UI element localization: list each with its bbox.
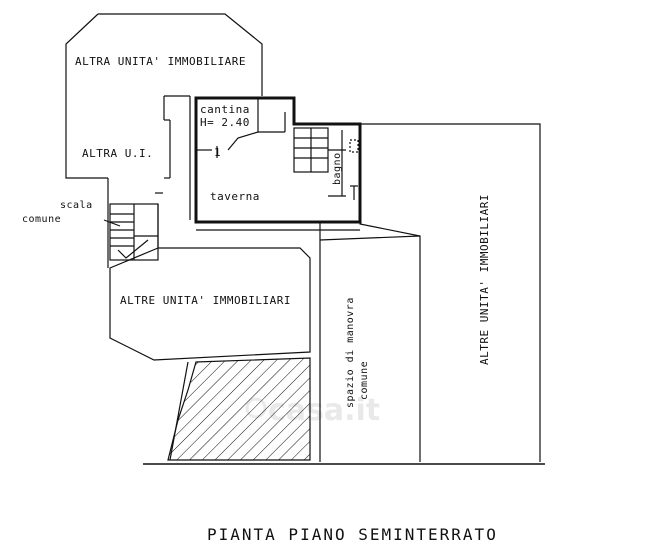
label-altre-unita-right: ALTRE UNITA' IMMOBILIARI xyxy=(478,194,491,365)
wall-altra-unita xyxy=(65,13,263,179)
label-altre-unita-left: ALTRE UNITA' IMMOBILIARI xyxy=(120,294,291,307)
door-marker: 1 xyxy=(214,146,221,159)
label-altra-ui: ALTRA U.I. xyxy=(82,147,153,160)
plan-title: PIANTA PIANO SEMINTERRATO xyxy=(207,525,498,544)
wall-altre-unita-right xyxy=(359,123,541,462)
label-taverna: taverna xyxy=(210,190,260,203)
label-scala: scala xyxy=(60,200,93,211)
wall-altre-unita-left xyxy=(109,247,311,361)
hatched-garage xyxy=(167,357,311,461)
label-spazio-manovra: spazio di manovra xyxy=(345,297,356,408)
label-altra-unita-immobiliare: ALTRA UNITA' IMMOBILIARE xyxy=(75,55,246,68)
label-spazio-comune: comune xyxy=(359,361,370,400)
label-height: H= 2.40 xyxy=(200,116,250,129)
label-bagno: bagno xyxy=(332,152,343,185)
label-cantina: cantina xyxy=(200,103,250,116)
label-comune: comune xyxy=(22,214,61,225)
wall-spazio-manovra xyxy=(319,235,421,462)
stair-scala-comune xyxy=(103,203,159,261)
